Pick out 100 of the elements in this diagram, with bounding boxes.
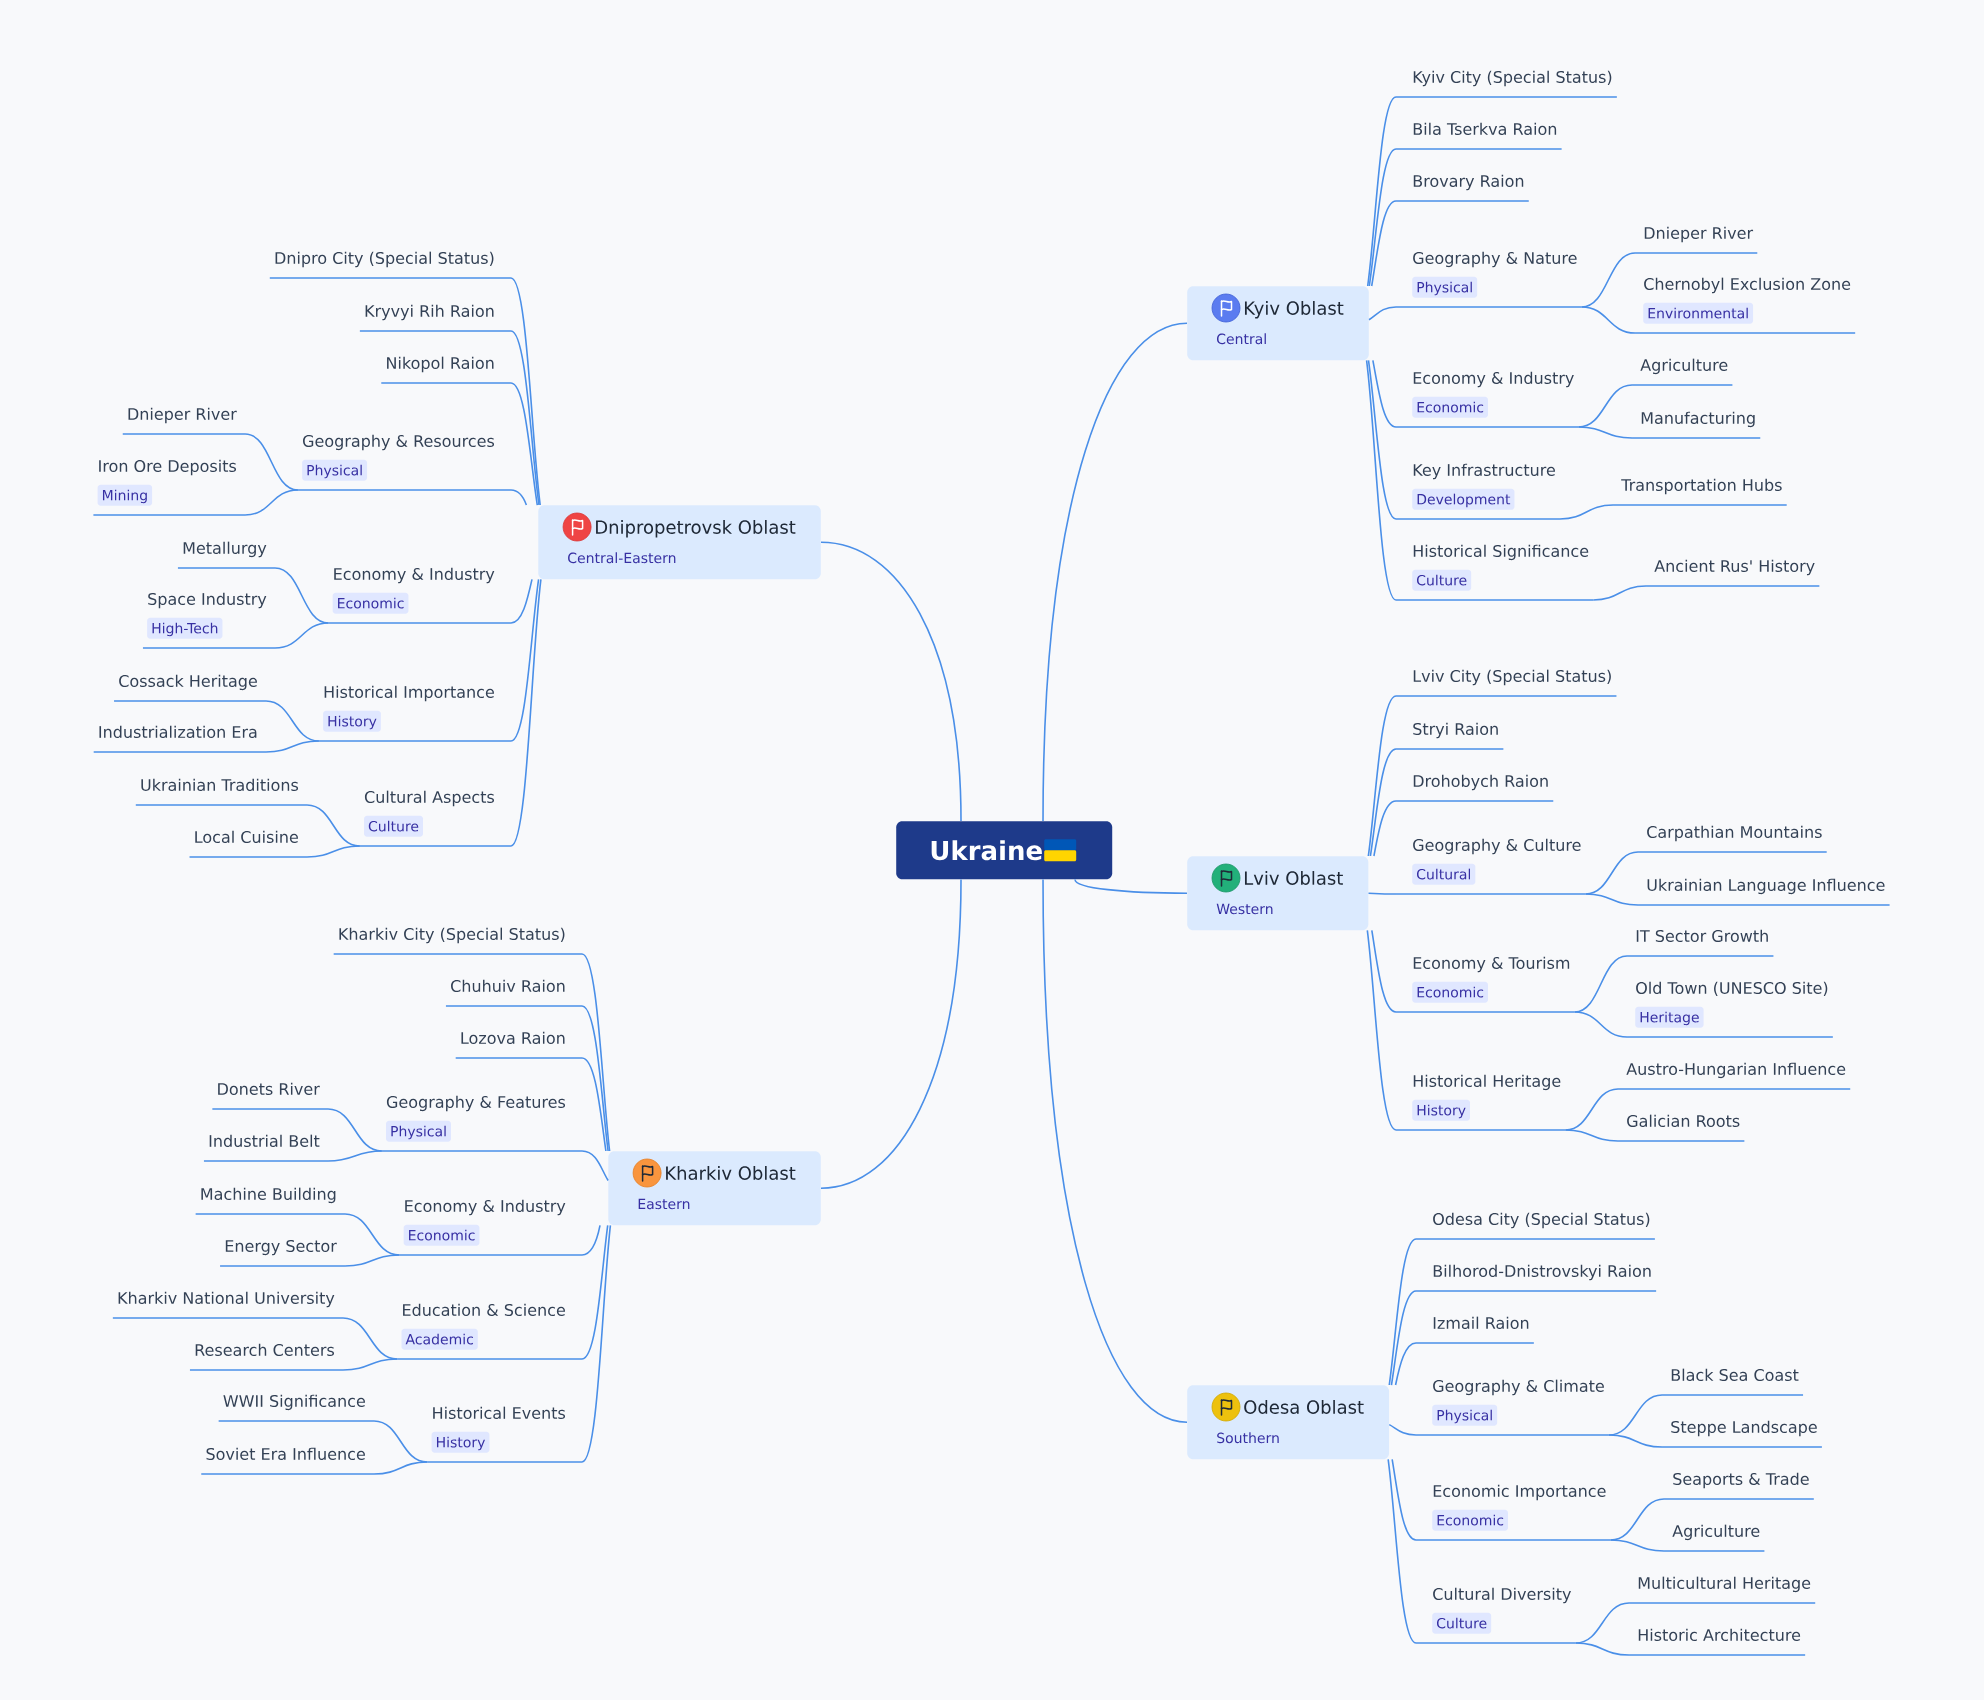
topic-label: Transportation Hubs	[1612, 478, 1788, 506]
topic-label: Cossack Heritage	[113, 674, 267, 702]
connector	[1371, 929, 1397, 1013]
topic-label: Dnipro City (Special Status)	[269, 251, 512, 279]
tag: Economic	[1432, 1509, 1508, 1531]
topic-label: Lviv City (Special Status)	[1395, 669, 1618, 697]
connector	[1370, 200, 1397, 287]
connector	[1368, 306, 1397, 321]
topic-label: Donets River	[211, 1082, 329, 1110]
connector	[581, 953, 611, 1152]
connector	[274, 622, 330, 649]
subtitle: Central-Eastern	[568, 552, 676, 564]
subtitle: Eastern	[638, 1198, 690, 1210]
connector	[1608, 1434, 1663, 1448]
connector	[1390, 1290, 1417, 1386]
connector	[581, 1224, 601, 1256]
connector	[1388, 1423, 1417, 1436]
connector	[344, 1254, 401, 1267]
tag: Economic	[1412, 981, 1488, 1003]
connector	[1564, 1129, 1619, 1142]
connector	[510, 330, 540, 506]
topic-label: Austro-Hungarian Influence	[1617, 1062, 1851, 1090]
topic-label: Local Cuisine	[188, 830, 308, 858]
connector	[1367, 892, 1397, 895]
topic-label: Ukrainian Language Influence	[1637, 878, 1891, 906]
connector	[1580, 306, 1636, 334]
connector	[820, 541, 962, 822]
connector	[1592, 585, 1647, 601]
topic-label: Dnieper River	[122, 407, 246, 435]
topic-label: Steppe Landscape	[1661, 1420, 1823, 1448]
connector	[510, 578, 533, 624]
connector	[581, 1005, 609, 1152]
subtitle: Western	[1216, 903, 1273, 915]
topic-label: Industrialization Era	[92, 725, 267, 753]
connector	[306, 845, 361, 858]
topic-label: Machine Building	[194, 1187, 346, 1215]
topic-label: Kyiv City (Special Status)	[1395, 70, 1618, 98]
topic-label: Agriculture	[1663, 1524, 1766, 1552]
topic-label: Stryi Raion	[1395, 722, 1505, 750]
topic-label: Metallurgy	[177, 541, 276, 569]
connector	[373, 1461, 429, 1475]
topic-label: Bilhorod-Dnistrovskyi Raion	[1415, 1264, 1657, 1292]
connector	[1394, 1342, 1417, 1386]
connector	[1074, 878, 1188, 894]
connector	[1559, 504, 1614, 520]
topic-label: Kharkiv City (Special Status)	[332, 927, 583, 955]
connector	[581, 1150, 609, 1182]
connector	[581, 1224, 609, 1360]
connector	[1366, 96, 1397, 287]
tag: History	[323, 710, 381, 732]
connector	[1373, 800, 1397, 857]
tag: Development	[1412, 488, 1515, 510]
connector	[1609, 1539, 1665, 1552]
topic-label: IT Sector Growth	[1626, 929, 1775, 957]
connector	[265, 740, 320, 753]
connector	[327, 1150, 383, 1162]
topic-label: Drohobych Raion	[1395, 774, 1554, 802]
topic-label: Odesa City (Special Status)	[1415, 1212, 1656, 1240]
root-box: Ukraine	[896, 821, 1113, 880]
connector	[1387, 1458, 1417, 1644]
topic-label: Brovary Raion	[1395, 174, 1530, 202]
connector	[1391, 1458, 1417, 1541]
topic-label: Chuhuiv Raion	[445, 979, 583, 1007]
tag: High-Tech	[147, 617, 223, 639]
connector	[510, 382, 539, 506]
connector	[1367, 695, 1397, 857]
topic-label: Nikopol Raion	[380, 356, 512, 384]
tag: Heritage	[1635, 1006, 1704, 1028]
connector	[1372, 359, 1397, 428]
tag: Physical	[386, 1120, 451, 1142]
connector	[1573, 1011, 1628, 1038]
connector	[1368, 148, 1397, 287]
topic-label: Lozova Raion	[454, 1031, 583, 1059]
topic-label: Kryvyi Rih Raion	[359, 304, 512, 332]
connector	[581, 1057, 607, 1152]
connector	[1042, 878, 1188, 1423]
topic-label: Black Sea Coast	[1661, 1368, 1804, 1396]
topic-label: Research Centers	[189, 1343, 344, 1371]
connector	[342, 1358, 399, 1371]
subtitle: Southern	[1217, 1432, 1279, 1444]
connector	[1577, 426, 1633, 439]
connector	[1365, 359, 1397, 601]
topic-label: Ukrainian Traditions	[135, 778, 308, 806]
connector	[1369, 748, 1397, 857]
topic-label: Historic Architecture	[1628, 1628, 1806, 1656]
connector	[510, 489, 528, 506]
tag: Economic	[1412, 396, 1488, 418]
topic-label: Industrial Belt	[203, 1134, 329, 1162]
topic-label: Energy Sector	[219, 1239, 346, 1267]
topic-label: WWII Significance	[217, 1394, 375, 1422]
topic-label: Agriculture	[1631, 358, 1734, 386]
topic-label: Manufacturing	[1631, 411, 1761, 439]
connector	[1574, 1642, 1630, 1656]
connector	[1042, 322, 1188, 822]
connector	[1584, 893, 1639, 906]
connector	[1367, 359, 1397, 520]
connector	[1388, 1238, 1417, 1386]
tag: Cultural	[1412, 863, 1476, 885]
topic-label: Multicultural Heritage	[1628, 1576, 1816, 1604]
topic-label: Carpathian Mountains	[1637, 825, 1828, 853]
